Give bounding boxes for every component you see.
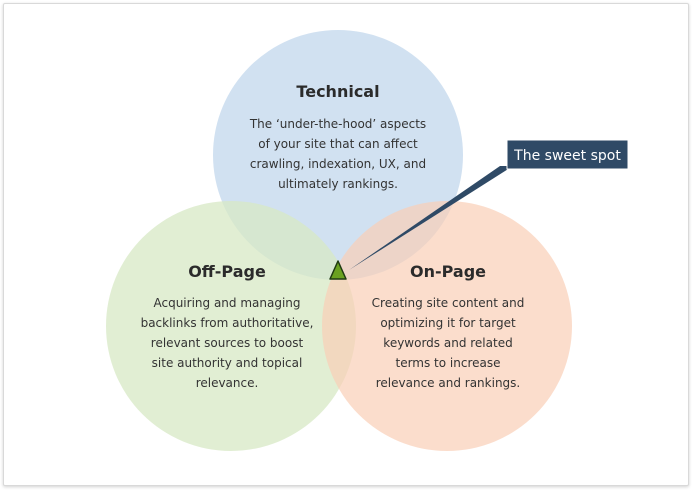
offpage-line-3: relevant sources to boost	[151, 336, 304, 350]
technical-line-2: of your site that can affect	[258, 137, 418, 151]
callout-label: The sweet spot	[513, 148, 621, 164]
circle-onpage	[322, 201, 572, 451]
technical-line-3: crawling, indexation, UX, and	[250, 157, 426, 171]
callout-box	[506, 139, 629, 170]
onpage-line-5: relevance and rankings.	[376, 376, 520, 390]
offpage-line-2: backlinks from authoritative,	[141, 316, 314, 330]
onpage-line-3: keywords and related	[383, 336, 512, 350]
offpage-line-4: site authority and topical	[152, 356, 303, 370]
onpage-line-1: Creating site content and	[372, 296, 525, 310]
offpage-line-1: Acquiring and managing	[153, 296, 300, 310]
onpage-line-4: terms to increase	[395, 356, 500, 370]
offpage-title: Off-Page	[188, 262, 266, 281]
offpage-line-5: relevance.	[196, 376, 259, 390]
technical-line-4: ultimately rankings.	[278, 177, 398, 191]
technical-title: Technical	[296, 82, 379, 101]
technical-line-1: The ‘under-the-hood’ aspects	[249, 117, 426, 131]
onpage-title: On-Page	[410, 262, 486, 281]
callout-pointer	[349, 166, 513, 270]
sweet-spot-triangle-icon	[329, 260, 347, 280]
onpage-line-2: optimizing it for target	[380, 316, 516, 330]
circle-offpage	[106, 201, 356, 451]
